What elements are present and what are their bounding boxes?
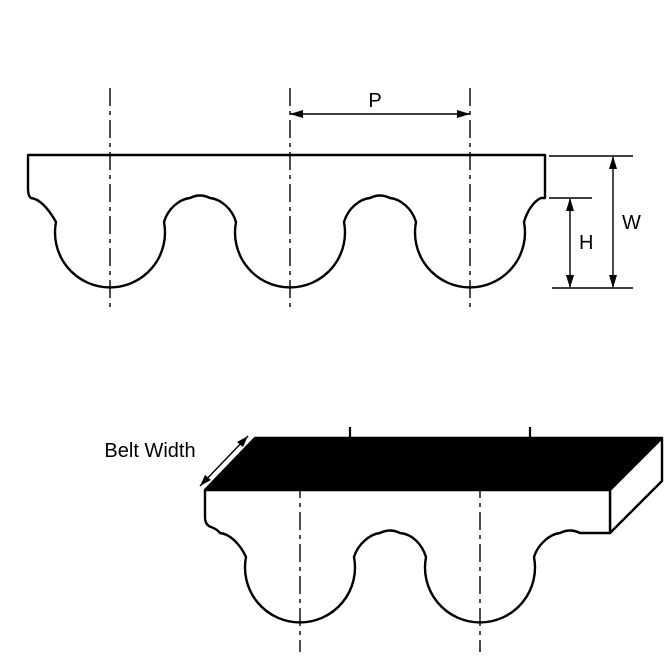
height-arrow-up-icon [566,198,574,211]
pitch-label: P [368,90,381,112]
belt-width-arrow-upper-icon [237,436,248,447]
pitch-arrow-right-icon [457,110,470,118]
belt-width-arrow-lower-icon [200,475,211,486]
belt-width-dimension: Belt Width [104,435,249,487]
tooth-height-label: H [579,232,593,254]
belt-front-profile [203,488,612,624]
pitch-dimension: P [290,90,470,118]
belt-width-label: Belt Width [104,440,195,462]
width-arrow-up-icon [609,156,617,169]
belt-perspective-view: Belt Width [104,427,664,652]
pitch-arrow-left-icon [290,110,303,118]
height-arrow-down-icon [566,275,574,288]
tooth-height-dimension: H [549,197,593,288]
belt-profile-outline [26,153,547,289]
overall-thickness-label: W [622,212,641,234]
width-arrow-down-icon [609,275,617,288]
overall-thickness-dimension: W [549,155,641,289]
belt-top-face [203,436,664,492]
belt-cross-section-view: P W H [26,88,641,312]
